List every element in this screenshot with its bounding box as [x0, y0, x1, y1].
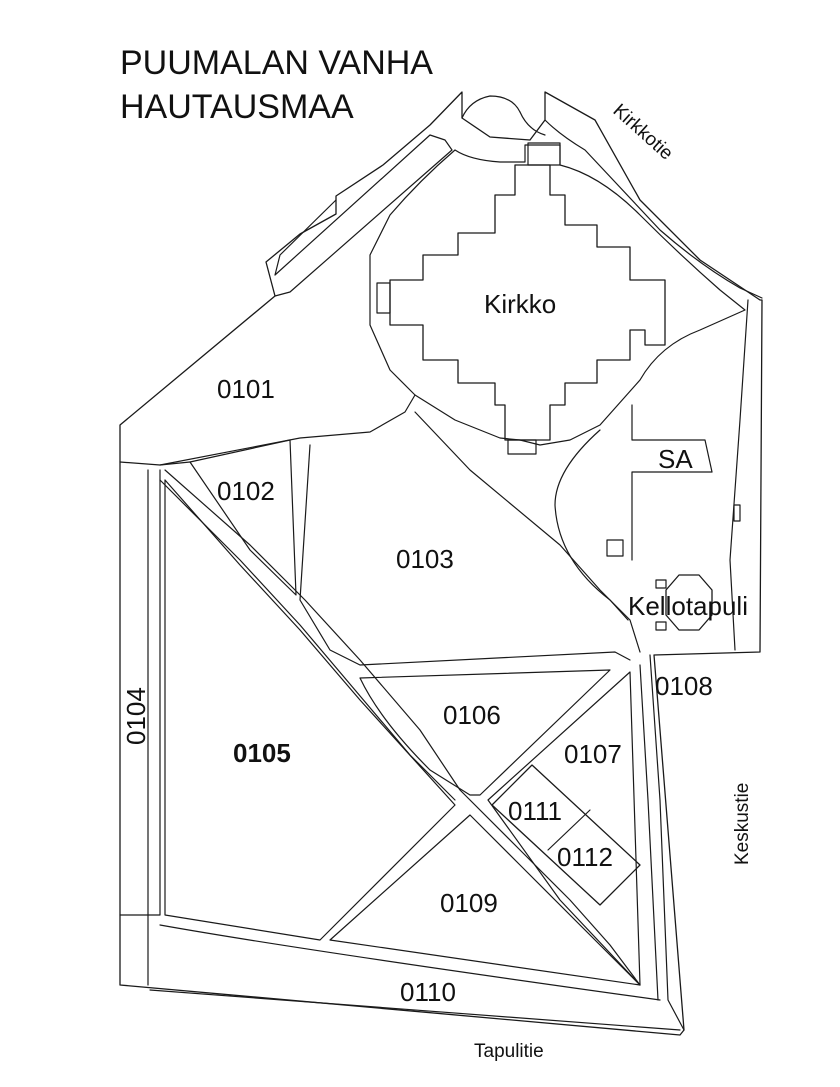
path-east-road-edge — [639, 654, 685, 1031]
plot-0111-0112-outline — [491, 764, 641, 906]
road-tapulitie: Tapulitie — [474, 1041, 544, 1062]
block-0109: 0109 — [440, 888, 498, 918]
path-block-0107 — [487, 671, 641, 986]
path-south-strip — [149, 924, 681, 1031]
bell-tower-shape — [665, 574, 713, 631]
north-entrance-path — [461, 95, 763, 299]
path-diagonal-main — [164, 469, 641, 986]
path-east-side — [729, 299, 749, 651]
church-porch-north — [527, 142, 561, 166]
path-west-column — [119, 469, 161, 986]
path-north-block-0103 — [299, 444, 631, 666]
path-west-column-top — [159, 461, 191, 466]
block-0105: 0105 — [233, 738, 291, 768]
small-marker — [733, 504, 741, 522]
block-0107: 0107 — [564, 739, 622, 769]
sa-label: SA — [658, 444, 693, 474]
block-0102: 0102 — [217, 476, 275, 506]
path-west-upper — [119, 394, 416, 466]
church-yard-path — [369, 144, 746, 446]
map-title-line2: HAUTAUSMAA — [120, 88, 354, 126]
church-outline — [389, 164, 666, 441]
block-0112: 0112 — [557, 842, 613, 872]
block-0103: 0103 — [396, 544, 454, 574]
block-0106: 0106 — [443, 700, 501, 730]
north-entrance-path-inner — [519, 111, 546, 136]
bell-tower-label: Kellotapuli — [628, 591, 748, 621]
block-0110: 0110 — [400, 977, 456, 1007]
path-west-block-0102 — [189, 439, 297, 596]
small-structure — [606, 539, 624, 557]
path-east-curve — [554, 429, 629, 621]
road-kirkkotie: Kirkkotie — [609, 100, 677, 164]
northwest-strip — [274, 134, 453, 297]
plot-divider — [547, 809, 591, 851]
bell-tower-step-north — [655, 579, 667, 589]
path-block-0106 — [359, 669, 611, 796]
block-0104: 0104 — [121, 687, 151, 745]
bell-tower-step-south — [655, 621, 667, 631]
path-diagonal-center — [414, 411, 641, 653]
path-south-block-0105 — [164, 479, 456, 941]
road-keskustie: Keskustie — [732, 783, 753, 865]
block-0111: 0111 — [508, 796, 562, 826]
path-diagonal-main-inner — [159, 479, 456, 801]
block-0108: 0108 — [655, 671, 713, 701]
block-0101: 0101 — [217, 374, 275, 404]
map-title-line1: PUUMALAN VANHA — [120, 44, 433, 82]
sa-building — [631, 404, 713, 561]
church-porch-west — [376, 282, 391, 314]
church-label: Kirkko — [484, 289, 556, 319]
church-porch-south — [507, 439, 537, 455]
